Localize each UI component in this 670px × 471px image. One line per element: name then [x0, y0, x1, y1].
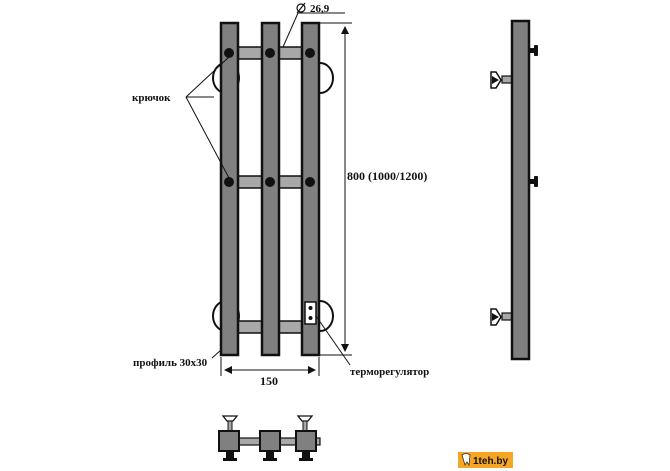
label-width: 150: [260, 374, 278, 388]
top-mount-middle: [259, 430, 281, 461]
top-mount-left: [218, 415, 240, 461]
watermark-logo: 1teh.by: [458, 452, 513, 468]
side-bar: [510, 19, 531, 361]
top-view: [218, 415, 321, 461]
side-bracket-top: [490, 71, 514, 89]
hook-dots: [224, 48, 315, 187]
diameter-symbol-icon: [296, 3, 306, 13]
label-diameter: 26,9: [310, 3, 330, 15]
label-hook: крючок: [132, 92, 171, 104]
side-bracket-bottom: [490, 308, 514, 326]
watermark-text: 1teh.by: [473, 456, 508, 467]
tooth-icon: [461, 453, 471, 467]
vertical-bar-left: [219, 21, 240, 357]
diameter-symbol-stroke: [296, 2, 306, 14]
label-thermostat: терморегулятор: [350, 366, 429, 378]
label-profile: профиль 30x30: [133, 357, 208, 369]
label-height: 800 (1000/1200): [347, 169, 427, 183]
thermostat-box: [304, 301, 317, 325]
dimension-lines: [185, 12, 352, 376]
front-view: [212, 21, 334, 357]
side-view: [490, 19, 538, 361]
side-hooks: [529, 45, 538, 187]
top-mount-right: [295, 415, 317, 461]
vertical-bar-right: [300, 21, 321, 357]
vertical-bar-middle: [260, 21, 281, 357]
